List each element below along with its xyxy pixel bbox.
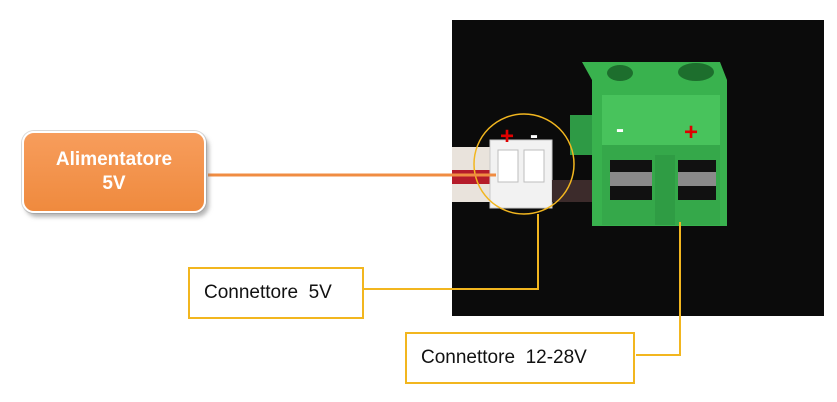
power-supply-label-line1: Alimentatore: [55, 149, 173, 170]
small-connector-minus-sign: -: [530, 122, 538, 149]
terminal-block-plus-sign: +: [684, 119, 699, 146]
connector-photo-drawing: [452, 62, 727, 226]
connector-12-28v-callout: Connettore 12-28V: [405, 332, 635, 384]
connector-12-28v-label: Connettore 12-28V: [421, 347, 587, 368]
connector-photo: [452, 20, 824, 316]
terminal-block-minus-sign: -: [616, 116, 624, 143]
connector-5v-label: Connettore 5V: [204, 282, 332, 303]
power-supply-box: Alimentatore 5V: [22, 131, 206, 213]
connector-5v-leader-line: [364, 214, 539, 290]
small-connector-highlight-circle: [473, 113, 575, 215]
connector-12-28v-leader-line: [636, 222, 681, 356]
connector-5v-callout: Connettore 5V: [188, 267, 364, 319]
power-supply-label-line2: 5V: [102, 173, 126, 194]
small-connector-plus-sign: +: [500, 123, 515, 150]
